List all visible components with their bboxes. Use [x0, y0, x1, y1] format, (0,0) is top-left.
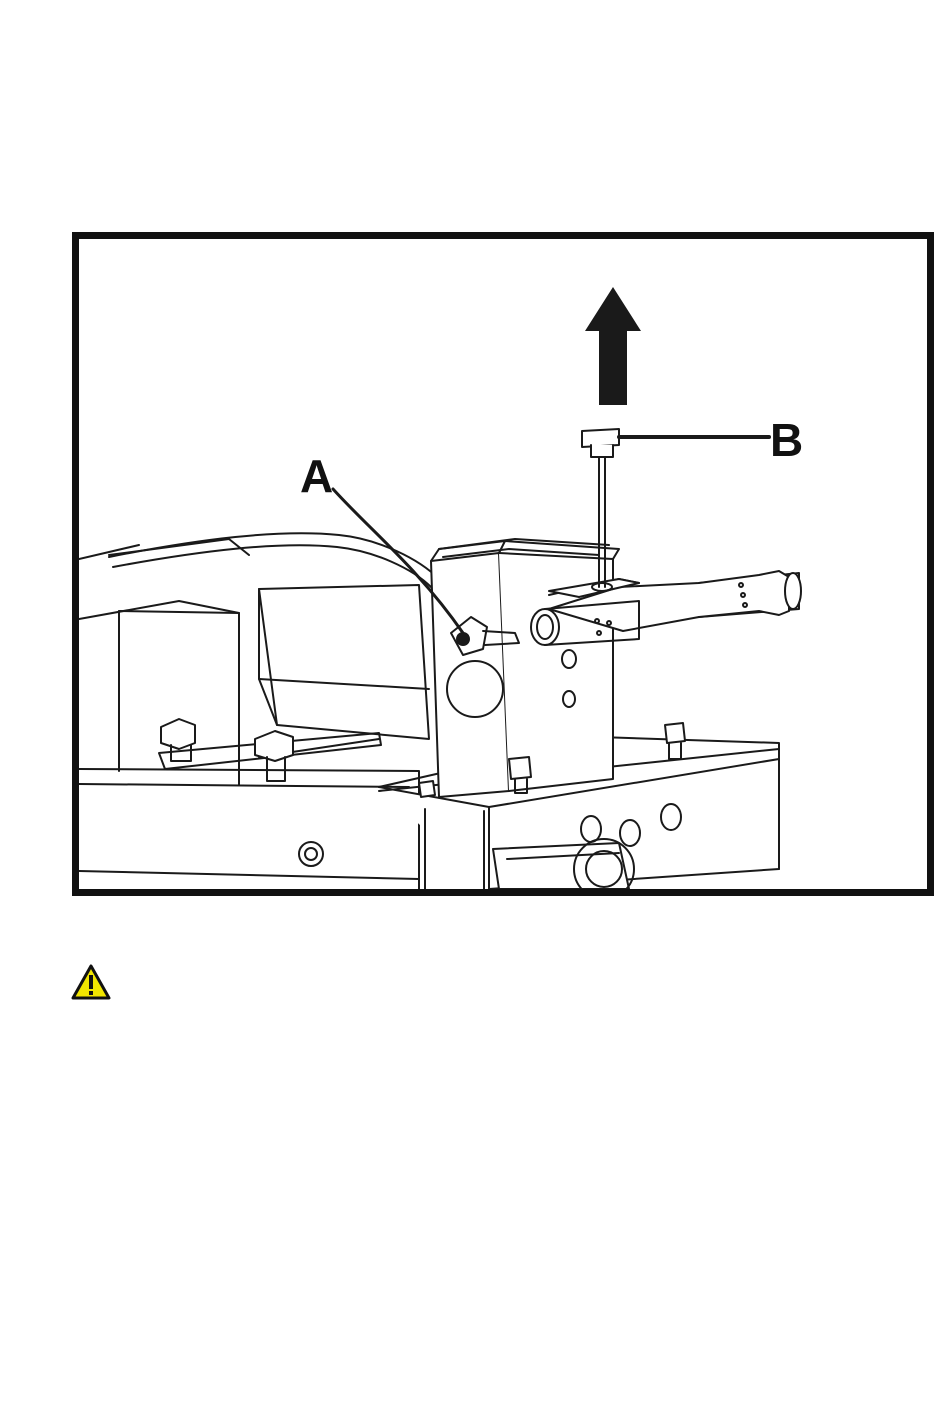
warning-triangle-icon — [71, 964, 111, 1000]
callout-label-a: A — [300, 453, 333, 499]
figure-frame: A B — [72, 232, 934, 896]
arrow-up-icon — [585, 287, 641, 405]
machine-illustration — [79, 239, 927, 889]
callout-label-b: B — [770, 417, 803, 463]
